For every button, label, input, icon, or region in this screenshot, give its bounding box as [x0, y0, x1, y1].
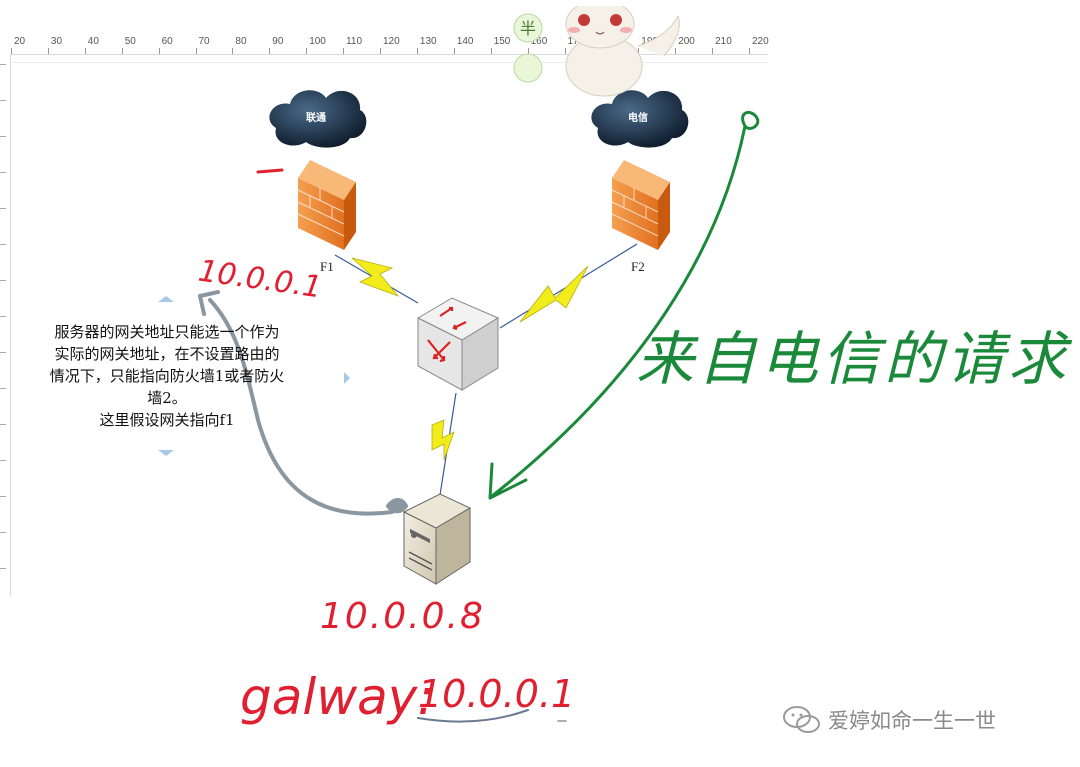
ruler-mark: 120: [383, 36, 400, 47]
ruler-tick: [47, 48, 49, 54]
ruler-mark: 60: [161, 36, 173, 47]
gateway-arrow: [198, 290, 409, 516]
wechat-icon: [783, 706, 820, 733]
watermark-text: 爱婷如命一生一世: [828, 709, 996, 733]
ruler-tick: [564, 48, 566, 54]
ruler-tick: [0, 496, 6, 497]
ruler-tick: [0, 280, 6, 281]
ruler-tick: [306, 48, 308, 54]
server-icon: [402, 493, 472, 585]
ruler-tick: [195, 48, 197, 54]
ruler-tick: [0, 532, 6, 533]
switch-icon: [416, 297, 500, 391]
ruler-tick: [453, 48, 455, 54]
gateway-ip-annotation: 10.0.0.1: [418, 672, 576, 716]
ruler-mark: 30: [50, 36, 63, 47]
ruler-tick: [0, 424, 6, 425]
ruler-tick: [0, 244, 6, 245]
ruler-mark: 130: [419, 36, 437, 47]
note-line: 服务器的网关地址只能选一个作为: [54, 323, 280, 341]
ruler-tick: [343, 48, 345, 54]
handle-up-icon: [158, 296, 174, 302]
lightning-icon: [351, 257, 400, 297]
ruler-tick: [0, 64, 6, 65]
lightning-icon: [519, 265, 589, 323]
sticker-text: 半: [520, 19, 536, 38]
cloud-icon-telecom: [591, 90, 689, 148]
ruler-tick: [638, 48, 640, 54]
lightning-icon: [431, 419, 455, 461]
ruler-mark: 90: [272, 36, 284, 47]
ruler-mark: 80: [235, 36, 247, 47]
ruler-tick: [675, 48, 677, 54]
firewall-icon-f2: [611, 160, 670, 250]
firewall-label-f1: F1: [320, 259, 334, 274]
ruler-mark: 70: [198, 36, 210, 47]
note-line: 情况下，只能指向防火墙1或者防火: [49, 367, 285, 385]
note-line: 实际的网关地址，在不设置路由的: [54, 345, 280, 363]
note-line: 墙2。: [147, 389, 187, 407]
ruler-tick: [0, 172, 6, 173]
ruler-mark: 50: [124, 36, 136, 47]
ruler-tick: [0, 568, 6, 569]
ruler-mark: 220: [752, 36, 769, 47]
telecom-request-arrow: [488, 110, 760, 500]
handle-right-icon: [344, 372, 350, 384]
firewall-label-f2: F2: [631, 259, 645, 274]
lightning-icons: [351, 257, 589, 461]
ruler-mark: 110: [346, 36, 363, 47]
ruler-tick: [269, 48, 271, 54]
ruler-tick: [0, 352, 6, 353]
note-textbox[interactable]: 服务器的网关地址只能选一个作为 实际的网关地址，在不设置路由的 情况下，只能指向…: [22, 321, 312, 431]
ruler-mark: 40: [87, 36, 99, 47]
cloud-label-unicom: 联通: [306, 113, 326, 124]
ruler-tick: [84, 48, 86, 54]
ruler-mark: 100: [309, 36, 326, 47]
underline-mark: [417, 709, 529, 723]
ruler-tick: [749, 48, 750, 54]
ruler-tick: [158, 48, 160, 54]
ruler-mark: 200: [678, 36, 695, 47]
ruler-tick: [0, 316, 6, 317]
dash-mark: [256, 168, 284, 174]
note-line: 这里假设网关指向f1: [99, 411, 235, 429]
cat-sticker-icon: 半: [513, 6, 680, 97]
left-ruler: [0, 54, 11, 596]
ruler-mark: 140: [456, 36, 474, 47]
ruler-tick: [232, 48, 234, 54]
selection-handles: [158, 296, 350, 456]
ruler-tick: [416, 48, 418, 54]
ruler-tick: [712, 48, 714, 54]
server-ip-annotation: 10.0.0.8: [320, 596, 485, 637]
ruler-mark: 150: [493, 36, 511, 47]
ruler-tick: [0, 208, 6, 209]
ruler-tick: [11, 48, 12, 54]
canvas-edge: [10, 62, 768, 63]
red-marks: [256, 168, 567, 723]
cloud-icon-unicom: [269, 90, 367, 148]
ruler-tick: [380, 48, 381, 54]
telecom-request-annotation: 来自电信的请求: [636, 325, 1071, 393]
ruler-tick: [0, 100, 6, 101]
ruler-tick: [0, 388, 6, 389]
watermark: 爱婷如命一生一世: [782, 705, 996, 735]
firewall-icon-f1: [297, 160, 356, 250]
ruler-tick: [527, 48, 529, 54]
handle-down-icon: [158, 450, 174, 456]
ruler-mark: 210: [715, 36, 732, 47]
ruler-tick: [0, 136, 6, 137]
ruler-tick: [121, 48, 123, 54]
cloud-label-telecom: 电信: [628, 113, 648, 124]
ruler-tick: [0, 460, 6, 461]
ruler-mark: 20: [14, 36, 26, 47]
ruler-tick: [490, 48, 492, 54]
ruler-mark: 160: [530, 36, 548, 47]
gateway-label-annotation: galway:: [240, 668, 435, 726]
